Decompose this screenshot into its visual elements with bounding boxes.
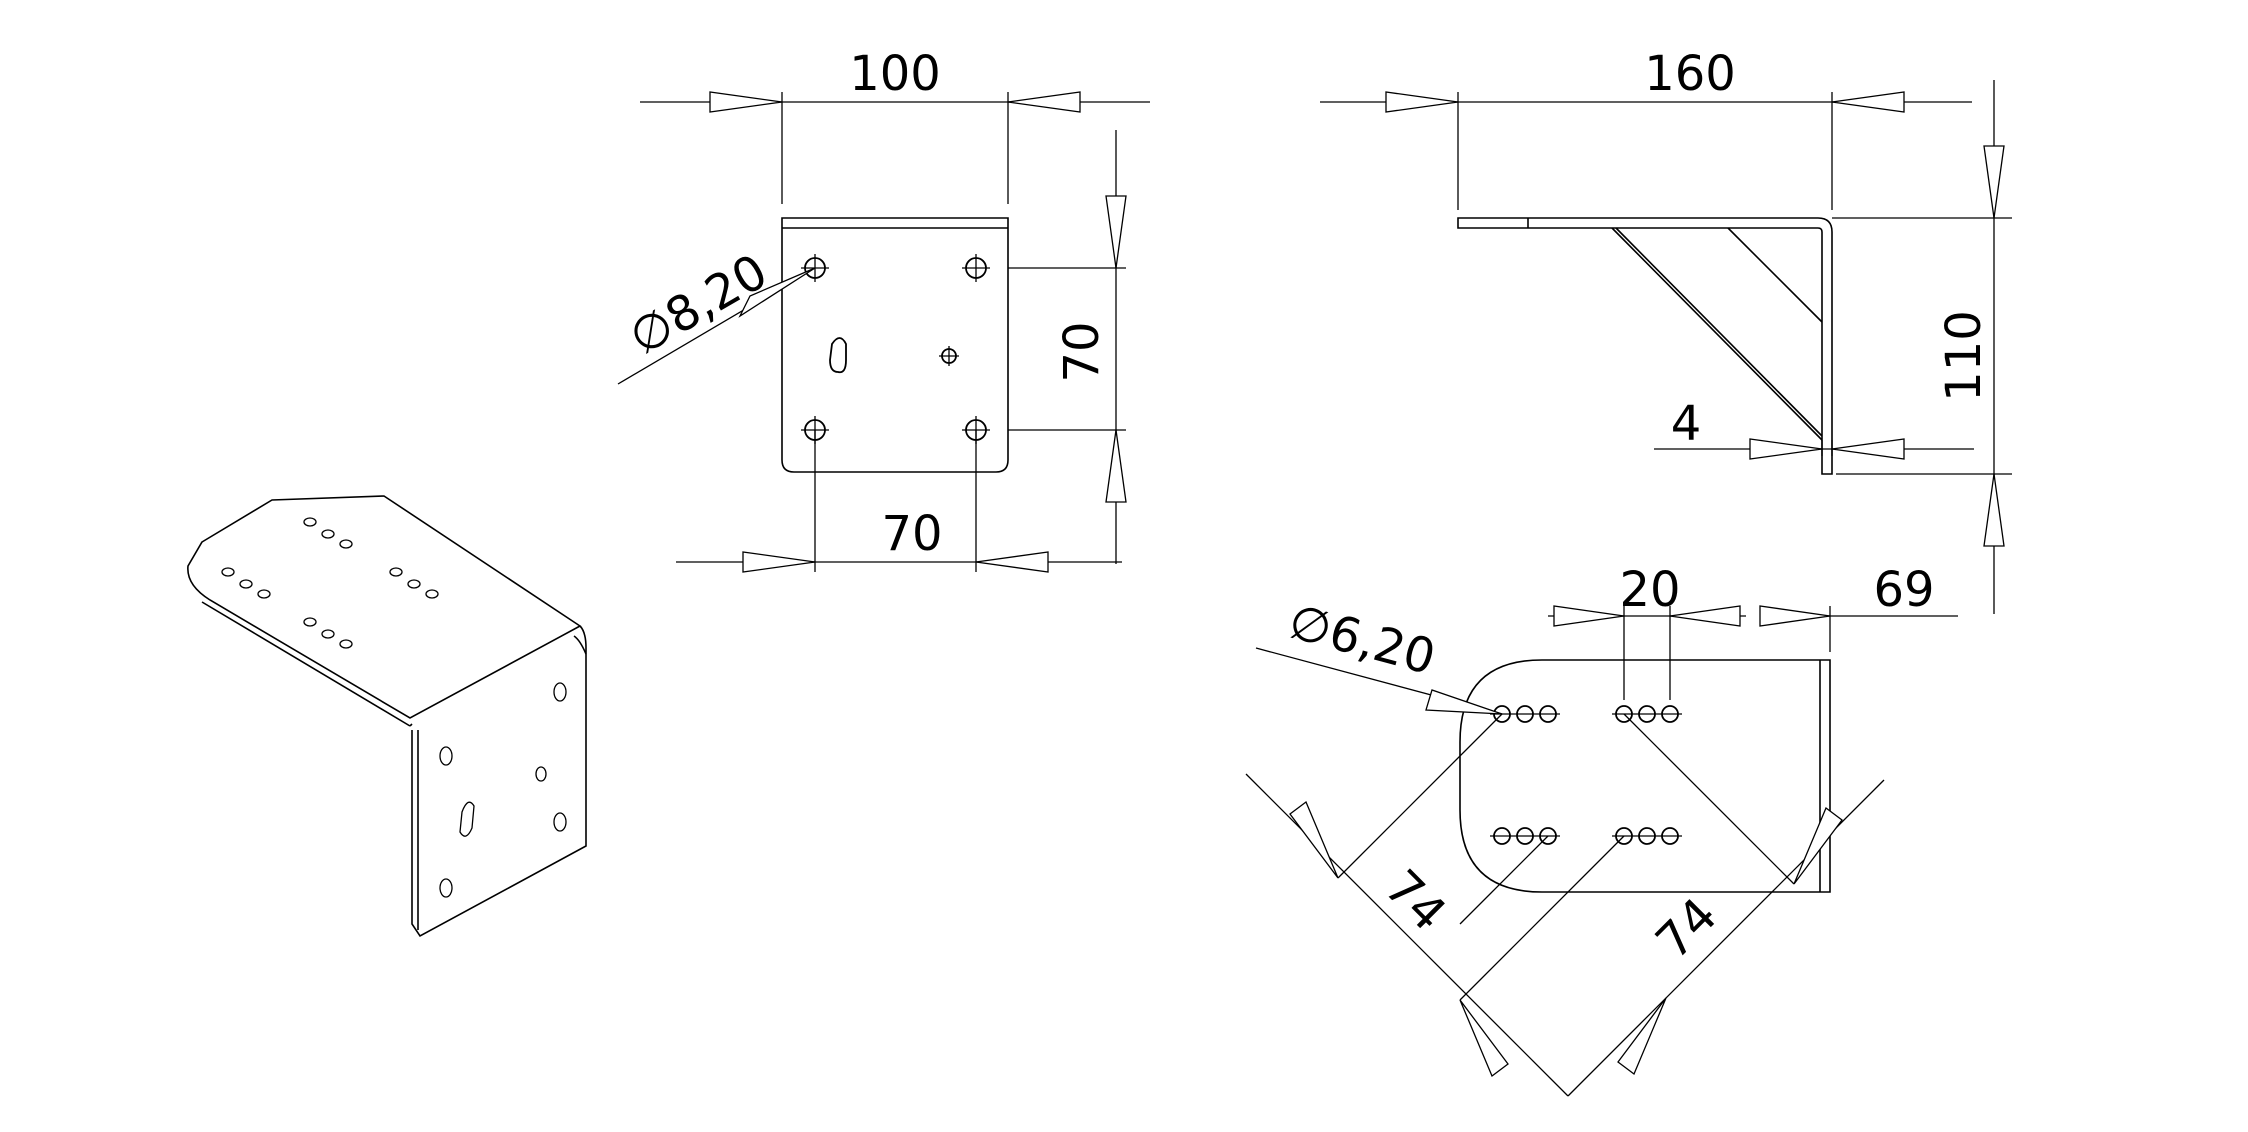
dim-front-hole-spacing: 70 (881, 506, 942, 562)
dim-front-width: 100 (849, 46, 941, 102)
keyhole-slot (829, 337, 847, 374)
dim-side-length: 160 (1644, 46, 1736, 102)
top-view: 20 69 ∅6,20 74 74 (1245, 562, 1958, 1097)
mounting-hole (962, 254, 990, 282)
dim-front-hole-diameter: ∅8,20 (620, 244, 777, 367)
center-hole (939, 346, 959, 366)
dim-side-height: 110 (1936, 310, 1992, 402)
hole-row-bottom-left (1490, 827, 1560, 845)
hole-row-bottom-right (1612, 827, 1682, 845)
front-view: 100 70 70 ∅8,20 (617, 46, 1150, 573)
dim-top-hole-diameter: ∅6,20 (1283, 593, 1441, 686)
dim-front-hole-height: 70 (1054, 321, 1110, 382)
isometric-view (187, 495, 587, 938)
dim-diag-left: 74 (1374, 859, 1457, 942)
hole-row-top-right (1612, 705, 1682, 723)
dim-thickness: 4 (1671, 396, 1702, 452)
dim-top-hole-spacing: 20 (1619, 562, 1680, 618)
side-view: 160 110 4 (1320, 46, 2012, 614)
dim-diag-right: 74 (1645, 887, 1728, 970)
dim-top-edge-offset: 69 (1873, 562, 1934, 618)
